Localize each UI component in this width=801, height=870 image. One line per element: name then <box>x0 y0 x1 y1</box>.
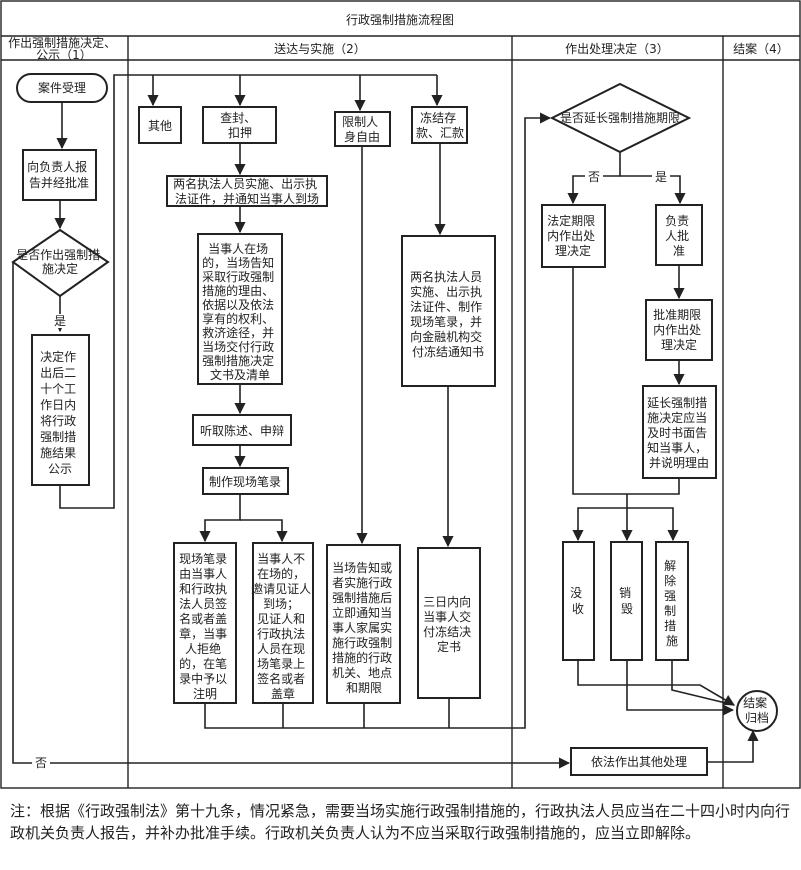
freeze-deliver-label: 三日内向 当事人交 付冻结决 定书 <box>423 594 475 654</box>
extend-notice-box <box>642 385 717 479</box>
hear-statement-box <box>192 414 292 446</box>
release-box <box>655 541 689 661</box>
other-handling-label: 依法作出其他处理 <box>591 754 687 769</box>
two-officers-box <box>166 175 328 207</box>
record-signed-box <box>173 542 237 704</box>
start-case-accept-label: 案件受理 <box>38 80 86 95</box>
decision-whether-decide-label: 是否作出强制措 施决定 <box>16 248 104 276</box>
hear-statement-label: 听取陈述、申辩 <box>200 423 284 438</box>
freeze-notice-label: 两名执法人员 实施、出示执 法证件、制作 现场笔录，并 向金融机构交 付冻结通知… <box>410 269 486 359</box>
notify-family-box <box>326 544 401 704</box>
decision-extend-label: 是否延长强制措施期限 <box>560 111 680 125</box>
column-header-1: 作出强制措施决定、 公示（1） <box>8 35 120 62</box>
end-close-archive-label: 结案 归档 <box>743 695 771 725</box>
diagram-frame <box>0 0 801 789</box>
other-handling-box <box>570 747 708 776</box>
column-header-4: 结案（4） <box>733 41 789 56</box>
column-header-3: 作出处理决定（3） <box>565 41 669 56</box>
column-header-2: 送达与实施（2） <box>274 41 366 56</box>
release-label: 解 除 强 制 措 施 <box>664 559 680 648</box>
leader-approve-label: 负责 人批 准 <box>665 214 693 258</box>
confiscate-label: 没 收 <box>570 585 586 616</box>
freeze-deliver-box <box>417 547 481 699</box>
diagram-title: 行政强制措施流程图 <box>346 12 454 27</box>
present-inform-label: 当事人在场 的，当场告知 采取行政强制 措施的理由、 依据以及依法 享有的权利、… <box>202 242 278 382</box>
other-label: 其他 <box>148 119 172 133</box>
present-inform-box <box>197 233 283 385</box>
report-approve-label: 向负责人报 告并经批准 <box>27 159 91 190</box>
onsite-record-label: 制作现场笔录 <box>209 474 281 489</box>
end-close-archive <box>736 690 778 732</box>
destroy-box <box>610 541 643 661</box>
extend-notice-label: 延长强制措 施决定应当 及时书面告 知当事人， 并说明理由 <box>647 396 711 470</box>
other-box <box>138 106 182 144</box>
destroy-label: 销 毁 <box>619 586 635 616</box>
approved-deadline-label: 批准期限 内作出处 理决定 <box>653 307 705 352</box>
freeze-box <box>411 106 468 144</box>
seal-detain-label: 查封、 扣押 <box>220 111 260 140</box>
restrict-freedom-label: 限制人 身自由 <box>342 115 382 144</box>
label-yes-1: 是 <box>54 314 66 328</box>
party-absent-label: 当事人不 在场的， 邀请见证人 到场； 见证人和 行政执法 人员在现 场笔录上 … <box>251 552 315 701</box>
label-no-2: 否 <box>588 170 600 184</box>
legal-deadline-label: 法定期限 内作出处 理决定 <box>547 213 599 258</box>
footnote: 注：根据《行政强制法》第十九条，情况紧急，需要当场实施行政强制措施的，行政执法人… <box>10 802 791 842</box>
publish-box <box>31 334 90 486</box>
publish-label: 决定作 出后二 十个工 作日内 将行政 强制措 施结果 公示 <box>40 349 80 476</box>
label-no-1: 否 <box>35 756 47 770</box>
freeze-label: 冻结存 款、汇款 <box>416 110 464 140</box>
confiscate-box <box>562 541 595 661</box>
two-officers-label: 两名执法人员实施、出示执 法证件，并通知当事人到场 <box>173 176 321 206</box>
notify-family-label: 当场告知或 者实施行政 强制措施后 立即通知当 事人家属实 施行政强制 措施的行… <box>332 561 396 695</box>
onsite-record-box <box>202 467 289 495</box>
flowchart: 行政强制措施流程图 作出强制措施决定、 公示（1） 送达与实施（2） 作出处理决… <box>0 0 801 789</box>
label-yes-2: 是 <box>655 170 667 184</box>
record-signed-label: 现场笔录 由当事人 和行政执 法人员签 名或者盖 章，当事 人拒绝 的，在笔 录… <box>179 551 231 701</box>
party-absent-box <box>252 542 314 704</box>
report-approve-box <box>22 149 97 201</box>
legal-deadline-box <box>541 204 606 268</box>
